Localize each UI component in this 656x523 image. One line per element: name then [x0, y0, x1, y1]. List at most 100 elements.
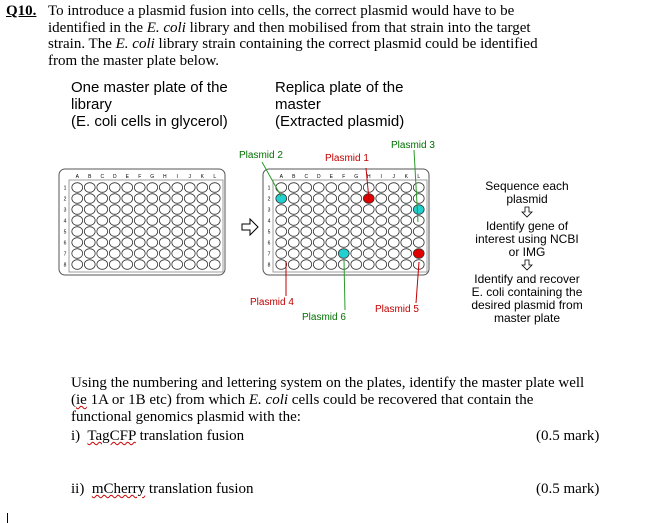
well: [183, 248, 196, 259]
column-label: I: [177, 174, 178, 180]
well: [300, 215, 313, 226]
column-label: I: [381, 174, 382, 180]
column-label: C: [304, 174, 308, 180]
well: [133, 226, 146, 237]
well: [71, 237, 84, 248]
well: [121, 182, 134, 193]
column-label: J: [189, 174, 192, 180]
bottom-question: Using the numbering and lettering system…: [71, 375, 631, 426]
well: [400, 182, 413, 193]
well: [208, 193, 221, 204]
well: [312, 237, 325, 248]
well: [171, 237, 184, 248]
row-label: 6: [268, 241, 271, 247]
well: [287, 237, 300, 248]
column-label: A: [280, 174, 284, 180]
replica-plate-label: Replica plate of the master (Extracted p…: [275, 79, 405, 130]
well: [387, 193, 400, 204]
well: [83, 193, 96, 204]
intro-line-1: To introduce a plasmid fusion into cells…: [48, 3, 515, 19]
well: [83, 226, 96, 237]
row-label: 8: [64, 263, 67, 269]
well: [337, 248, 350, 259]
well: [275, 237, 288, 248]
well: [133, 215, 146, 226]
well: [83, 237, 96, 248]
column-label: A: [76, 174, 80, 180]
well: [350, 237, 363, 248]
plasmid-2-label: Plasmid 2: [239, 150, 283, 161]
well: [208, 226, 221, 237]
well: [300, 226, 313, 237]
well: [183, 193, 196, 204]
well: [108, 193, 121, 204]
well: [171, 248, 184, 259]
row-label: 7: [268, 252, 271, 258]
column-label: G: [354, 174, 358, 180]
well: [183, 237, 196, 248]
well: [133, 237, 146, 248]
well: [171, 226, 184, 237]
well: [158, 215, 171, 226]
well: [196, 193, 209, 204]
well: [325, 215, 338, 226]
well: [108, 204, 121, 215]
well: [171, 182, 184, 193]
row-label: 3: [268, 208, 271, 214]
well: [362, 248, 375, 259]
well: [158, 237, 171, 248]
plasmid-4-label: Plasmid 4: [250, 297, 294, 308]
well: [362, 204, 375, 215]
well: [171, 259, 184, 270]
well: [350, 193, 363, 204]
well: [375, 193, 388, 204]
well: [96, 193, 109, 204]
well: [208, 237, 221, 248]
well: [71, 259, 84, 270]
well: [387, 259, 400, 270]
well: [71, 182, 84, 193]
column-label: B: [88, 174, 92, 180]
well: [387, 226, 400, 237]
well: [412, 237, 425, 248]
well: [287, 259, 300, 270]
row-label: 1: [64, 186, 67, 192]
well: [300, 259, 313, 270]
plate-grid-border: [272, 179, 428, 273]
well: [275, 204, 288, 215]
intro-line-2: identified in the E. coli library and th…: [48, 19, 531, 36]
well: [287, 182, 300, 193]
well: [375, 259, 388, 270]
plate-grid-border: [68, 179, 224, 273]
well: [146, 182, 159, 193]
well: [133, 204, 146, 215]
well: [96, 226, 109, 237]
row-label: 4: [64, 219, 67, 225]
intro-line-4: from the master plate below.: [48, 52, 220, 69]
well: [325, 193, 338, 204]
well: [375, 204, 388, 215]
well: [375, 215, 388, 226]
well: [196, 237, 209, 248]
well: [108, 248, 121, 259]
well: [387, 204, 400, 215]
bottom-line-2: (ie 1A or 1B etc) from which E. coli cel…: [71, 392, 534, 408]
well: [350, 215, 363, 226]
well: [196, 182, 209, 193]
pointer-line: [261, 161, 282, 197]
well: [400, 193, 413, 204]
plasmid-6-label: Plasmid 6: [302, 312, 346, 323]
well: [196, 226, 209, 237]
well: [208, 248, 221, 259]
well: [96, 215, 109, 226]
well: [400, 215, 413, 226]
column-label: G: [150, 174, 154, 180]
well: [171, 193, 184, 204]
well: [71, 193, 84, 204]
well: [412, 226, 425, 237]
well: [312, 259, 325, 270]
plasmid-3-label: Plasmid 3: [391, 140, 435, 151]
well: [146, 204, 159, 215]
column-label: C: [100, 174, 104, 180]
column-label: H: [367, 174, 371, 180]
